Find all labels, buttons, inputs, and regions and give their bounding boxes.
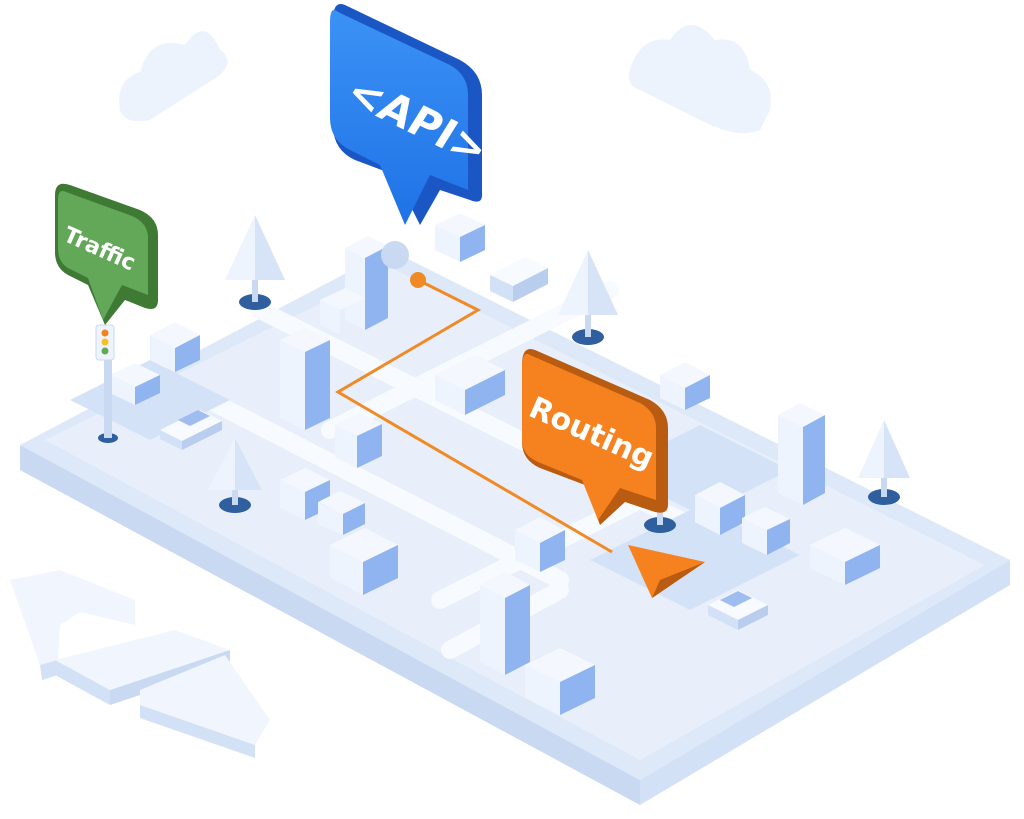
building-icon — [660, 362, 710, 410]
building-icon — [110, 363, 160, 405]
building-icon — [525, 648, 595, 715]
tree-icon — [558, 250, 618, 345]
building-icon — [480, 572, 530, 675]
traffic-pin-icon: Traffic — [55, 183, 158, 325]
building-icon — [435, 213, 485, 262]
truck-icon — [490, 257, 548, 302]
building-icon — [280, 328, 330, 430]
building-icon — [810, 528, 880, 585]
car-icon — [708, 590, 768, 630]
code-brackets-icon — [10, 570, 270, 758]
building-icon — [695, 482, 790, 555]
tree-icon — [858, 420, 910, 505]
building-icon — [778, 403, 825, 505]
building-icon — [515, 517, 565, 572]
api-pin-icon: <API> — [330, 4, 498, 226]
building-icon — [320, 236, 388, 335]
route-path — [335, 241, 613, 554]
cloud-icon — [119, 31, 228, 122]
tree-icon — [225, 215, 285, 310]
cloud-icon — [628, 25, 771, 134]
navigation-arrow-icon — [628, 545, 705, 598]
building-icon — [150, 322, 200, 372]
routing-pin-icon: Routing — [522, 349, 668, 525]
building-icon — [335, 413, 382, 468]
building-icon — [330, 528, 398, 595]
building-icon — [435, 355, 505, 415]
building-icon — [280, 468, 365, 535]
traffic-light-icon — [95, 324, 118, 443]
car-icon — [160, 410, 222, 450]
tree-icon — [208, 438, 262, 513]
